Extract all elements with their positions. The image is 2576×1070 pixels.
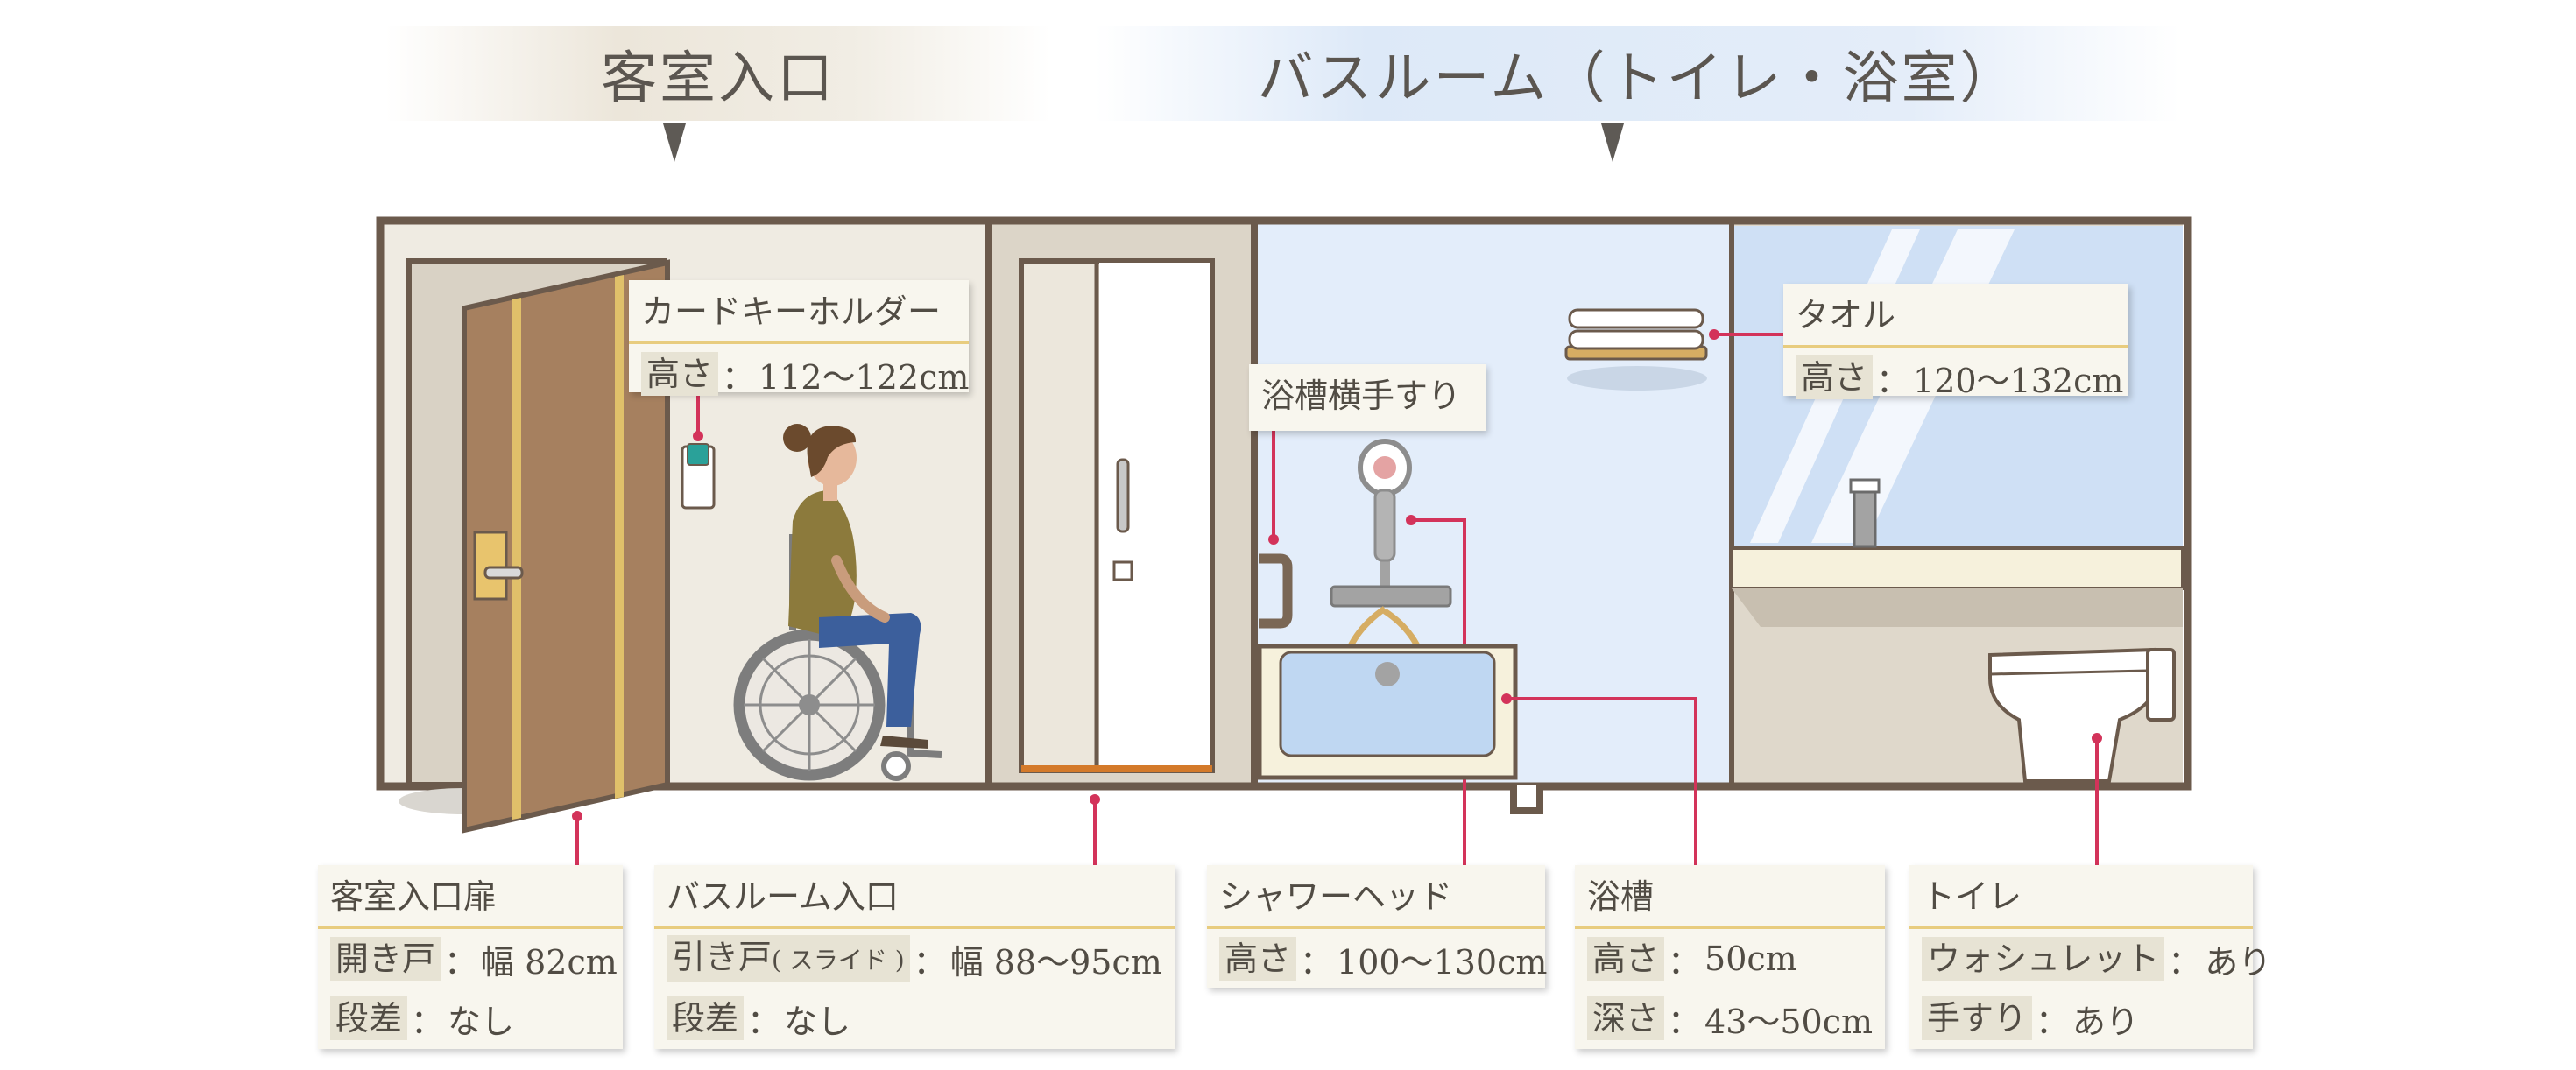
toilet-seat — [1989, 669, 2149, 676]
callout-title: カードキーホルダー — [629, 280, 969, 344]
door-trim — [615, 275, 624, 799]
separator: ： — [913, 942, 947, 982]
washlet-value: あり — [2205, 942, 2272, 982]
callout-towel: タオル 高さ ： 120〜132cm — [1783, 284, 2128, 400]
callout-title: シャワーヘッド — [1207, 865, 1545, 929]
header-bathroom: バスルーム（トイレ・浴室） — [1095, 26, 2181, 121]
sliding-door-handle[interactable] — [1116, 458, 1130, 533]
header-bathroom-pointer — [1601, 123, 1624, 162]
separator: ： — [747, 1002, 781, 1041]
shower-handle — [1373, 489, 1396, 562]
height-value: 112〜122cm — [759, 357, 970, 397]
callout-card-key: カードキーホルダー 高さ ： 112〜122cm — [629, 280, 969, 397]
sink-counter — [1730, 546, 2184, 590]
handrail-label: 手すり — [1922, 996, 2033, 1040]
callout-title: タオル — [1783, 284, 2128, 348]
callout-bath-entrance: バスルーム入口 引き戸( スライド ) ： 幅 88〜95cm 段差 ： なし — [654, 865, 1175, 1049]
separator: ： — [1668, 1002, 1702, 1041]
callout-title: トイレ — [1909, 865, 2253, 929]
card-key — [687, 443, 709, 466]
door-handle[interactable] — [483, 566, 524, 580]
handrail-value: あり — [2072, 1002, 2140, 1041]
shower-faucet — [1330, 585, 1452, 608]
callout-row: 段差 ： なし — [654, 989, 1175, 1048]
step-label: 段差 — [330, 996, 408, 1040]
faucet-top — [1849, 478, 1881, 494]
door-type-label: 開き戸 — [330, 937, 441, 981]
callout-title: バスルーム入口 — [654, 865, 1175, 929]
callout-row: 高さ ： 100〜130cm — [1207, 929, 1548, 989]
depth-value: 43〜50cm — [1704, 1002, 1874, 1041]
callout-row: 高さ ： 112〜122cm — [629, 344, 969, 404]
callout-grab-bar: 浴槽横手すり — [1249, 364, 1486, 431]
door-trim — [512, 298, 521, 820]
callout-row: ウォシュレット ： あり — [1909, 929, 2271, 989]
door-width-value: 幅 82cm — [481, 942, 618, 982]
shower-head-face — [1373, 456, 1396, 479]
outer-frame — [376, 216, 2192, 791]
toilet-tank — [2146, 648, 2176, 722]
callout-title: 客室入口扉 — [318, 865, 623, 929]
separator: ： — [1668, 942, 1702, 982]
callout-row: 高さ ： 120〜132cm — [1783, 348, 2128, 407]
callout-toilet: トイレ ウォシュレット ： あり 手すり ： あり — [1909, 865, 2271, 1049]
separator: ： — [2168, 942, 2202, 982]
floor-drain — [1510, 785, 1543, 814]
wheelchair-user — [733, 424, 942, 781]
sliding-door[interactable] — [1099, 263, 1210, 769]
bathtub-grab-bar[interactable] — [1259, 553, 1293, 629]
step-value: なし — [448, 1002, 515, 1041]
height-value: 120〜132cm — [1913, 361, 2124, 400]
header-entrance: 客室入口 — [385, 26, 1051, 121]
towel[interactable] — [1568, 329, 1704, 350]
door-width-value: 幅 88〜95cm — [949, 942, 1162, 982]
callout-row: 高さ ： 50cm — [1575, 929, 1885, 989]
callout-title: 浴槽横手すり — [1261, 377, 1462, 415]
height-value: 50cm — [1704, 940, 1797, 978]
callout-row: 段差 ： なし — [318, 989, 623, 1048]
height-value: 100〜130cm — [1337, 942, 1548, 982]
door-type-label: 引き戸( スライド ) — [667, 935, 910, 982]
door-lock-plate — [473, 531, 508, 601]
leader-dot — [693, 431, 703, 441]
washlet-label: ウォシュレット — [1922, 937, 2165, 981]
step-value: なし — [784, 1002, 851, 1041]
callout-row: 引き戸( スライド ) ： 幅 88〜95cm — [654, 929, 1175, 989]
callout-room-door: 客室入口扉 開き戸 ： 幅 82cm 段差 ： なし — [318, 865, 623, 1049]
counter-shadow — [1732, 588, 2183, 627]
towel-shadow — [1567, 366, 1707, 391]
height-label: 高さ — [1219, 937, 1297, 981]
callout-shower-head: シャワーヘッド 高さ ： 100〜130cm — [1207, 865, 1548, 989]
depth-label: 深さ — [1587, 996, 1665, 1040]
step-label: 段差 — [667, 996, 745, 1040]
callout-title: 浴槽 — [1575, 865, 1885, 929]
towel[interactable] — [1568, 308, 1704, 329]
leader-bathtub — [1507, 697, 1697, 865]
separator: ： — [1876, 361, 1910, 400]
sliding-door-lock — [1112, 560, 1133, 581]
height-label: 高さ — [641, 352, 719, 396]
callout-row: 手すり ： あり — [1909, 989, 2253, 1048]
callout-row: 開き戸 ： 幅 82cm — [318, 929, 623, 989]
separator: ： — [2036, 1002, 2070, 1041]
callout-row: 深さ ： 43〜50cm — [1575, 989, 1885, 1048]
separator: ： — [444, 942, 478, 982]
leader-dot — [1268, 534, 1279, 545]
bathtub-water — [1279, 651, 1496, 757]
separator: ： — [411, 1002, 445, 1041]
callout-bathtub: 浴槽 高さ ： 50cm 深さ ： 43〜50cm — [1575, 865, 1885, 1049]
separator: ： — [1300, 942, 1334, 982]
separator: ： — [722, 357, 756, 397]
bath-drain — [1375, 662, 1400, 686]
header-entrance-pointer — [663, 123, 686, 162]
height-label: 高さ — [1587, 937, 1665, 981]
door-rail — [1021, 765, 1212, 772]
height-label: 高さ — [1796, 355, 1874, 399]
